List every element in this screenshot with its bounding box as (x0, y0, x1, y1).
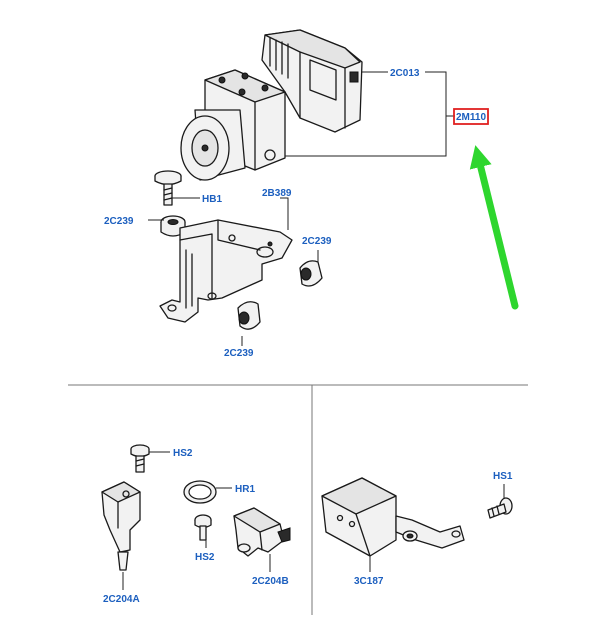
label-2m110[interactable]: 2M110 (456, 112, 486, 123)
wheel-speed-sensor-rear[interactable] (233, 507, 291, 557)
yaw-rate-sensor[interactable] (321, 477, 465, 557)
leader-lines-top (148, 71, 455, 346)
label-3c187: 3C187 (354, 576, 384, 587)
leader-lines-bottom-right (369, 484, 505, 572)
insulator-left[interactable] (160, 215, 186, 237)
abs-pump-motor (180, 109, 246, 181)
label-hs2-top: HS2 (173, 448, 193, 459)
labels-bottom-left: HS2 HR1 HS2 2C204A 2C204B (103, 448, 289, 605)
label-2c204b: 2C204B (252, 576, 289, 587)
label-hs2-lower: HS2 (195, 552, 215, 563)
o-ring-hr1[interactable] (183, 480, 217, 504)
label-2b389: 2B389 (262, 188, 292, 199)
label-2c239-bottom: 2C239 (224, 348, 254, 359)
insulator-right[interactable] (299, 260, 323, 287)
label-hr1: HR1 (235, 484, 255, 495)
wheel-speed-sensor-front[interactable] (101, 481, 141, 571)
bracket[interactable] (159, 219, 293, 323)
label-2c239-right: 2C239 (302, 236, 332, 247)
highlight-box (453, 108, 489, 125)
section-dividers (68, 384, 528, 615)
bolt-hs2-lower[interactable] (194, 514, 212, 541)
labels-bottom-right: HS1 3C187 (354, 471, 513, 587)
label-hs1: HS1 (493, 471, 513, 482)
leader-lines-bottom-left (122, 451, 271, 590)
label-2c204a: 2C204A (103, 594, 140, 605)
bolt-hb1[interactable] (154, 170, 182, 206)
abs-control-unit (261, 29, 363, 133)
pointer-arrow (469, 145, 519, 310)
abs-module[interactable] (180, 29, 363, 181)
insulator-bottom[interactable] (237, 301, 261, 330)
bolt-hs2-top[interactable] (130, 444, 150, 473)
labels-top: 2C013 2M110 HB1 2C239 2B389 2C239 2C239 (104, 68, 489, 359)
label-2c239-left: 2C239 (104, 216, 134, 227)
label-2c013: 2C013 (390, 68, 420, 79)
label-hb1: HB1 (202, 194, 222, 205)
bolt-hs1[interactable] (487, 497, 513, 519)
